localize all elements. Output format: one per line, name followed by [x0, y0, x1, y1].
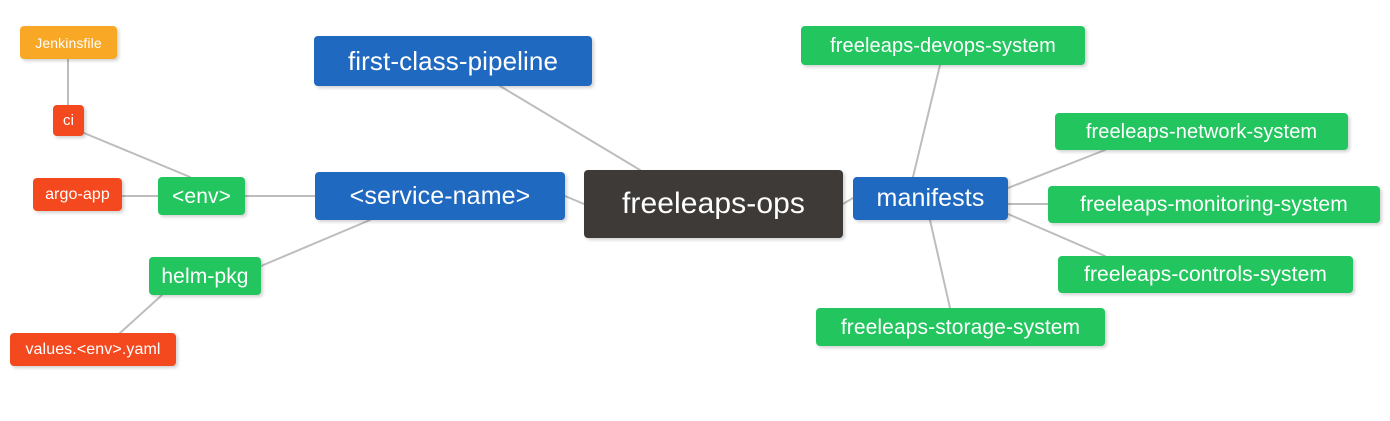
node-label: freeleaps-controls-system [1084, 263, 1327, 286]
node-label: argo-app [45, 185, 110, 203]
node-values-env-yaml[interactable]: values.<env>.yaml [10, 333, 176, 366]
node-service-name[interactable]: <service-name> [315, 172, 565, 220]
edge-manifests-to-freeleaps-devops-system [912, 64, 941, 178]
edge-env-to-ci [83, 132, 191, 178]
edge-helm-pkg-to-values-env-yaml [119, 294, 163, 334]
node-label: <env> [172, 184, 231, 208]
node-freeleaps-devops-system[interactable]: freeleaps-devops-system [801, 26, 1085, 65]
node-label: first-class-pipeline [347, 46, 559, 76]
node-label: freeleaps-network-system [1085, 120, 1318, 143]
node-label: freeleaps-monitoring-system [1080, 193, 1348, 216]
node-env[interactable]: <env> [158, 177, 245, 215]
node-label: Jenkinsfile [35, 34, 102, 51]
edge-freeleaps-ops-to-service-name [564, 195, 585, 205]
node-freeleaps-ops[interactable]: freeleaps-ops [584, 170, 843, 238]
node-label: freeleaps-devops-system [830, 34, 1056, 57]
node-label: freeleaps-storage-system [840, 315, 1081, 339]
node-Jenkinsfile[interactable]: Jenkinsfile [20, 26, 117, 59]
node-label: ci [62, 112, 75, 129]
node-freeleaps-controls-system[interactable]: freeleaps-controls-system [1058, 256, 1353, 293]
node-freeleaps-network-system[interactable]: freeleaps-network-system [1055, 113, 1348, 150]
edge-manifests-to-freeleaps-storage-system [929, 219, 951, 309]
node-label: values.<env>.yaml [25, 340, 161, 358]
node-first-class-pipeline[interactable]: first-class-pipeline [314, 36, 592, 86]
edge-freeleaps-ops-to-manifests [842, 197, 854, 205]
edge-manifests-to-freeleaps-network-system [1007, 149, 1106, 189]
node-label: <service-name> [349, 181, 531, 210]
node-freeleaps-monitoring-system[interactable]: freeleaps-monitoring-system [1048, 186, 1380, 223]
node-argo-app[interactable]: argo-app [33, 178, 122, 211]
node-helm-pkg[interactable]: helm-pkg [149, 257, 261, 295]
node-manifests[interactable]: manifests [853, 177, 1008, 220]
node-label: manifests [876, 184, 985, 212]
edge-service-name-to-helm-pkg [260, 219, 371, 267]
node-ci[interactable]: ci [53, 105, 84, 136]
edge-freeleaps-ops-to-first-class-pipeline [499, 85, 641, 171]
node-freeleaps-storage-system[interactable]: freeleaps-storage-system [816, 308, 1105, 346]
node-label: freeleaps-ops [621, 187, 806, 220]
node-label: helm-pkg [161, 264, 249, 288]
